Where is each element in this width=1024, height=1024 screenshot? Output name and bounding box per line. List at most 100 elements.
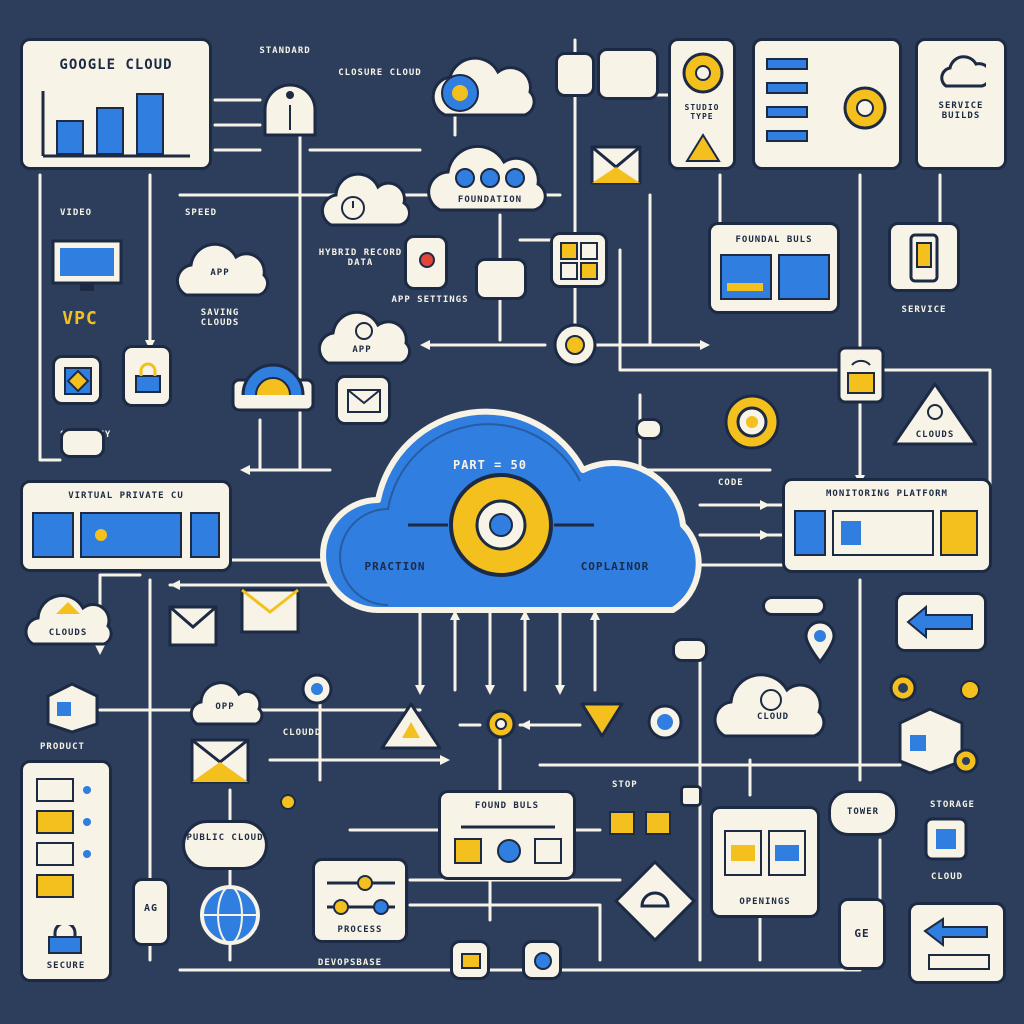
google-cloud-card[interactable]: GOOGLE CLOUD xyxy=(20,38,212,170)
monitor-icon xyxy=(51,239,123,291)
tower-card[interactable]: TOWER xyxy=(828,790,898,836)
globe-icon xyxy=(200,885,260,945)
padlock-icon xyxy=(48,925,82,954)
cloudd-label: CLOUDD xyxy=(282,728,322,738)
router-icon xyxy=(263,83,317,137)
vpc-badge: VPC xyxy=(62,308,98,329)
closure-cloud-label: CLOSURE CLOUD xyxy=(338,68,422,78)
envelope-3-icon xyxy=(240,588,300,634)
lock-circle-2-icon xyxy=(647,704,683,740)
foundation-cloud-icon xyxy=(427,144,547,212)
envelope-2-icon xyxy=(168,605,218,647)
bus-nodes-icon xyxy=(454,825,562,864)
mail-tile xyxy=(335,375,391,425)
tiny-chip xyxy=(680,785,702,807)
gear-2-icon xyxy=(953,748,979,774)
image-tile xyxy=(52,355,102,405)
lock-icon xyxy=(135,362,161,393)
service-device[interactable] xyxy=(888,222,960,292)
google-cloud-title: GOOGLE CLOUD xyxy=(59,57,173,73)
gateway-icon xyxy=(231,363,315,412)
vm-panel-icon xyxy=(32,512,220,558)
envelope-icon xyxy=(590,145,642,185)
grid-icon xyxy=(560,242,598,280)
public-cloud-pill[interactable]: PUBLIC CLOUD xyxy=(182,820,268,870)
video-tag: VIDEO xyxy=(60,208,93,218)
record-tile xyxy=(404,235,448,290)
clock-cloud-icon xyxy=(320,172,410,227)
clouds-triangle-icon xyxy=(892,382,978,446)
settings-panel[interactable] xyxy=(752,38,902,170)
alert-triangle-icon xyxy=(380,702,442,750)
right-cloud-label: CLOUD xyxy=(756,712,790,722)
bottom-chip-b-icon xyxy=(534,952,552,970)
left-cloud-icon xyxy=(24,594,113,646)
cloud-small-label: CLOUD xyxy=(930,872,964,882)
file-list-icon xyxy=(36,778,91,898)
bottom-chip-a xyxy=(450,940,490,980)
secure-label: SECURE xyxy=(46,961,86,971)
process-label: PROCESS xyxy=(337,925,383,935)
app-cloud-2-label: APP xyxy=(352,345,372,355)
dot-icon xyxy=(280,794,296,810)
bar-chart-icon xyxy=(41,91,190,158)
process-panel[interactable]: PROCESS xyxy=(312,858,408,943)
openings-icon xyxy=(724,830,806,876)
location-pin-icon xyxy=(804,620,836,665)
main-cloud-left-label: PRACTION xyxy=(364,560,426,573)
phone-device-label: AG xyxy=(143,903,159,914)
secure-list-card[interactable]: SECURE xyxy=(20,760,112,982)
standard-label: STANDARD xyxy=(259,46,311,56)
service-builds-label: SERVICE BUILDS xyxy=(938,101,984,121)
speed-tag: SPEED xyxy=(185,208,218,218)
app-settings-label: APP SETTINGS xyxy=(391,295,469,305)
device-ge[interactable]: GE xyxy=(838,898,886,970)
list-panel xyxy=(597,48,659,100)
tiny-card xyxy=(672,638,708,662)
pin-icon xyxy=(419,252,435,268)
main-cloud[interactable] xyxy=(318,375,708,620)
openings-card[interactable]: OPENINGS xyxy=(710,806,820,918)
phone-device[interactable]: AG xyxy=(132,878,170,946)
back-arrow-card[interactable] xyxy=(908,902,1006,984)
virtual-private-title: VIRTUAL PRIVATE CU xyxy=(68,491,184,501)
saving-clouds-label: SAVING CLOUDS xyxy=(200,308,240,328)
yellow-chips-icon xyxy=(609,811,671,835)
studio-type-label: STUDIO TYPE xyxy=(684,103,720,121)
route-arrow-icon xyxy=(906,605,973,639)
small-chip xyxy=(635,418,663,440)
mini-app-tile xyxy=(555,52,595,97)
monitoring-platform-title: MONITORING PLATFORM xyxy=(826,489,948,499)
found-bus-card[interactable]: FOUND BULS xyxy=(438,790,576,880)
app-cloud-2-icon xyxy=(317,310,411,365)
envelope-4-icon xyxy=(190,738,250,784)
stop-tag: STOP xyxy=(612,780,638,790)
monitoring-platform-card[interactable]: MONITORING PLATFORM xyxy=(782,478,992,573)
bottom-chip-a-icon xyxy=(461,953,481,969)
cube-icon xyxy=(46,682,99,734)
shield-circle-icon xyxy=(301,673,333,705)
left-cloud-label: CLOUDS xyxy=(48,628,88,638)
foundation-label: FOUNDATION xyxy=(457,195,523,205)
service-builds-panel[interactable]: SERVICE BUILDS xyxy=(915,38,1007,170)
lock-tile[interactable] xyxy=(122,345,172,407)
foundal-bus-card[interactable]: FOUNDAL BULS xyxy=(708,222,840,314)
diamond-image-icon xyxy=(64,367,92,395)
studio-type-card[interactable]: STUDIO TYPE xyxy=(668,38,736,170)
secure-wifi-icon xyxy=(837,346,885,404)
main-cloud-title: PART = 50 xyxy=(452,458,528,472)
mail-icon xyxy=(347,389,381,413)
warning-triangle-icon xyxy=(685,133,721,162)
lock-circle-icon xyxy=(682,52,724,94)
slider-icon xyxy=(327,875,395,915)
foundal-bus-label: FOUNDAL BULS xyxy=(735,235,813,245)
sun-icon xyxy=(960,680,980,700)
storage-tag: STORAGE xyxy=(930,800,975,810)
dashboard-icon xyxy=(720,254,830,300)
opp-cloud-label: OPP xyxy=(215,702,235,712)
devops-label: DEVOPSBASE xyxy=(317,958,383,968)
virtual-private-card[interactable]: VIRTUAL PRIVATE CU xyxy=(20,480,232,572)
right-cloud-icon xyxy=(713,673,826,738)
route-card[interactable] xyxy=(895,592,987,652)
app-cloud-label: APP xyxy=(210,268,230,278)
